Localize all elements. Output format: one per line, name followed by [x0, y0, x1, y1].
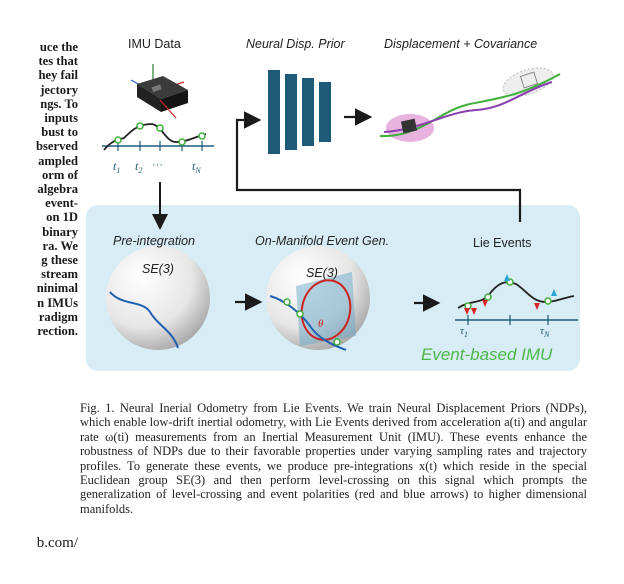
se3-label-2: SE(3) — [306, 266, 338, 280]
imu-signal-plot — [102, 122, 214, 151]
left-column-line: bserved — [36, 139, 78, 154]
theta-label: θ — [318, 318, 324, 330]
lie-events-label: Lie Events — [473, 236, 532, 250]
left-column-line: uce the — [39, 40, 78, 54]
lie-events-plot — [455, 274, 578, 325]
se3-sphere-preintegration — [106, 246, 210, 350]
tN-label: tN — [192, 159, 201, 175]
preintegration-label: Pre-integration — [113, 234, 195, 248]
tau1-label: τ1 — [460, 325, 468, 339]
tauN-label: τN — [540, 325, 550, 339]
left-column-line: algebra — [37, 182, 78, 196]
left-column-line: on 1D — [46, 210, 78, 225]
neural-prior-label: Neural Disp. Prior — [246, 37, 345, 51]
left-column-line: ampled — [38, 153, 78, 168]
left-column-line: ngs. To — [40, 96, 78, 111]
imu-data-label: IMU Data — [128, 37, 181, 51]
left-column-line: ra. We — [42, 238, 78, 253]
se3-sphere-event-gen — [266, 246, 370, 351]
left-column-line: tes that — [38, 54, 78, 69]
left-column-line: event- — [45, 196, 78, 211]
se3-label-1: SE(3) — [142, 262, 174, 276]
imu-device-icon — [130, 64, 188, 119]
event-gen-label: On-Manifold Event Gen. — [255, 234, 390, 248]
figure-caption: Fig. 1. Neural Inerial Odometry from Lie… — [80, 401, 587, 516]
left-column-url: b.com/ — [36, 535, 78, 551]
left-column-line: radigm — [38, 309, 78, 324]
t1-label: t1 — [113, 159, 120, 175]
left-column-line: n IMUs — [37, 295, 78, 310]
tdots-label: ··· — [152, 159, 163, 171]
caption-text: Fig. 1. Neural Inerial Odometry from Lie… — [80, 401, 587, 516]
left-column-line: jectory — [40, 82, 78, 97]
left-column-line: orm of — [41, 167, 78, 182]
left-column-line: bust to — [41, 125, 78, 140]
left-column-line: stream — [41, 267, 78, 282]
left-column-line: rection. — [37, 324, 78, 338]
displacement-covariance-plot — [379, 67, 561, 142]
left-column-line: inputs — [44, 111, 78, 125]
t2-label: t2 — [135, 159, 142, 175]
event-based-imu-label: Event-based IMU — [421, 345, 553, 364]
left-column-line: binary — [42, 224, 78, 239]
left-column-line: ninimal — [36, 281, 78, 296]
left-column-line: hey fail — [38, 68, 78, 83]
left-column-line: g these — [41, 253, 78, 267]
neural-prior-bars-icon — [268, 70, 331, 154]
displacement-covariance-label: Displacement + Covariance — [384, 37, 538, 51]
